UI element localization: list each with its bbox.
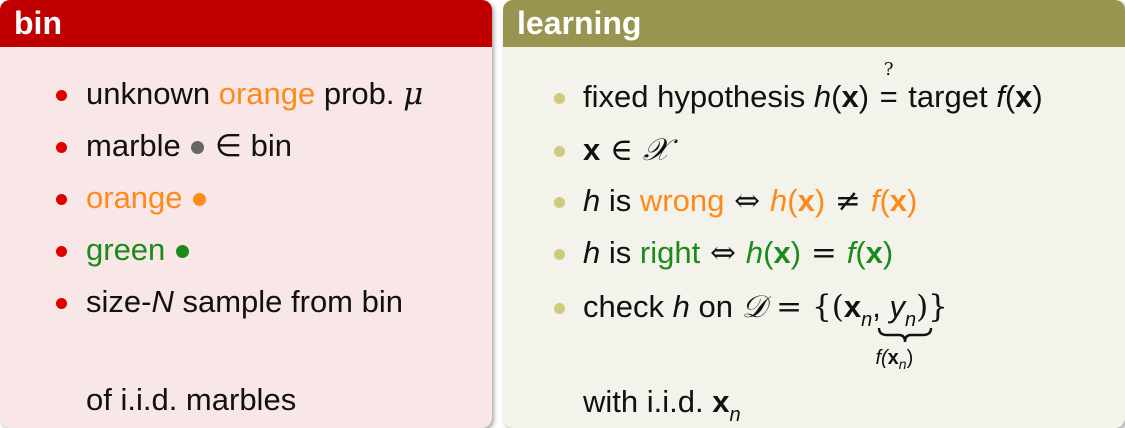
bin-panel: bin unknown orange prob. μ marble ∈ bin … xyxy=(0,0,492,428)
bin-item-sample: size-N sample from bin xyxy=(86,284,403,320)
set-open: = {( xyxy=(766,289,844,325)
bullet-icon xyxy=(554,197,565,208)
x-symbol: x xyxy=(843,289,862,324)
h-symbol: h xyxy=(583,235,601,270)
text: is xyxy=(600,183,640,218)
bin-item-iid: of i.i.d. marbles xyxy=(86,382,297,417)
x-symbol: x xyxy=(841,79,859,114)
bullet-icon xyxy=(554,303,565,314)
text: on xyxy=(689,289,742,324)
h-symbol: h xyxy=(813,79,832,114)
x-symbol: x xyxy=(712,384,730,419)
text: sample from bin xyxy=(173,284,403,319)
question-mark: ? xyxy=(883,59,894,80)
dataset-symbol: 𝒟 xyxy=(741,289,767,325)
x-symbol: x xyxy=(1015,79,1033,114)
bin-item-marble: marble ∈ bin xyxy=(86,128,292,164)
text: prob. xyxy=(315,76,404,111)
f-symbol: f xyxy=(870,183,880,218)
text: size- xyxy=(86,284,152,319)
iff-symbol: ⇔ xyxy=(724,183,770,219)
iff-symbol: ⇔ xyxy=(700,235,746,271)
n-symbol: N xyxy=(151,284,174,319)
equals-symbol: = xyxy=(801,235,847,271)
y-symbol: y xyxy=(889,289,905,324)
set-close: )} xyxy=(916,289,948,325)
bullet-icon xyxy=(56,298,67,309)
text: green xyxy=(86,232,174,267)
bin-header: bin xyxy=(0,0,492,47)
text: ) xyxy=(906,347,914,369)
bullet-icon xyxy=(554,249,565,260)
bullet-icon xyxy=(56,194,67,205)
text: ∈ bin xyxy=(206,128,292,163)
bullet-icon xyxy=(56,246,67,257)
learn-item-wrong: h is wrong ⇔ h(x) ≠ f(x) xyxy=(583,183,918,219)
h-symbol: h xyxy=(583,183,601,218)
x-symbol: x xyxy=(889,183,908,218)
green-marble-icon xyxy=(175,245,189,259)
equals: = xyxy=(879,79,898,114)
text: fixed hypothesis xyxy=(583,79,814,114)
orange-word: orange xyxy=(218,76,316,111)
x-symbol: x xyxy=(887,347,899,369)
learn-item-x-in-X: x ∈ 𝒳 xyxy=(583,132,670,169)
x-symbol: x xyxy=(797,183,815,218)
underbrace-icon xyxy=(878,327,933,343)
f-symbol: f xyxy=(846,235,856,270)
f-symbol: f( xyxy=(875,347,888,369)
bullet-icon xyxy=(554,93,565,104)
bullet-icon xyxy=(554,146,565,157)
text: with i.i.d. xyxy=(583,384,713,419)
learn-item-iid: with i.i.d. xn xyxy=(583,384,741,426)
subscript-n: n xyxy=(904,309,917,331)
gray-marble-icon xyxy=(191,141,205,155)
h-symbol: h xyxy=(770,183,788,218)
learn-item-right: h is right ⇔ h(x) = f(x) xyxy=(583,235,894,271)
right-word: right xyxy=(639,235,701,270)
subscript-n: n xyxy=(898,356,907,372)
text: target xyxy=(899,79,997,114)
h-symbol: h xyxy=(745,235,764,270)
text: unknown xyxy=(86,76,219,111)
question-equals: ?= xyxy=(878,59,900,115)
f-symbol: f xyxy=(996,79,1005,114)
x-symbol: x xyxy=(865,235,883,270)
bin-item-prob: unknown orange prob. μ xyxy=(86,76,423,112)
in-symbol: ∈ xyxy=(600,132,643,168)
text: check xyxy=(583,289,673,324)
learning-panel: learning fixed hypothesis h(x) ?= target… xyxy=(503,0,1125,428)
x-symbol: x xyxy=(583,132,601,167)
neq-symbol: ≠ xyxy=(825,183,871,219)
x-symbol: x xyxy=(773,235,791,270)
wrong-word: wrong xyxy=(639,183,725,218)
h-symbol: h xyxy=(672,289,690,324)
learn-item-hypothesis: fixed hypothesis h(x) ?= target f(x) xyxy=(583,59,1043,115)
bullet-icon xyxy=(56,142,67,153)
underbrace-label: f(xn) xyxy=(875,347,914,372)
text: marble xyxy=(86,128,190,163)
bullet-icon xyxy=(56,90,67,101)
input-space-symbol: 𝒳 xyxy=(642,132,670,168)
mu-symbol: μ xyxy=(403,76,424,112)
text: orange xyxy=(86,180,192,215)
subscript-n: n xyxy=(729,404,741,426)
learning-header: learning xyxy=(503,0,1125,47)
text: is xyxy=(600,235,640,270)
orange-marble-icon xyxy=(193,193,207,207)
bin-item-green: green xyxy=(86,232,191,268)
bin-item-orange: orange xyxy=(86,180,208,216)
subscript-n: n xyxy=(861,309,873,331)
